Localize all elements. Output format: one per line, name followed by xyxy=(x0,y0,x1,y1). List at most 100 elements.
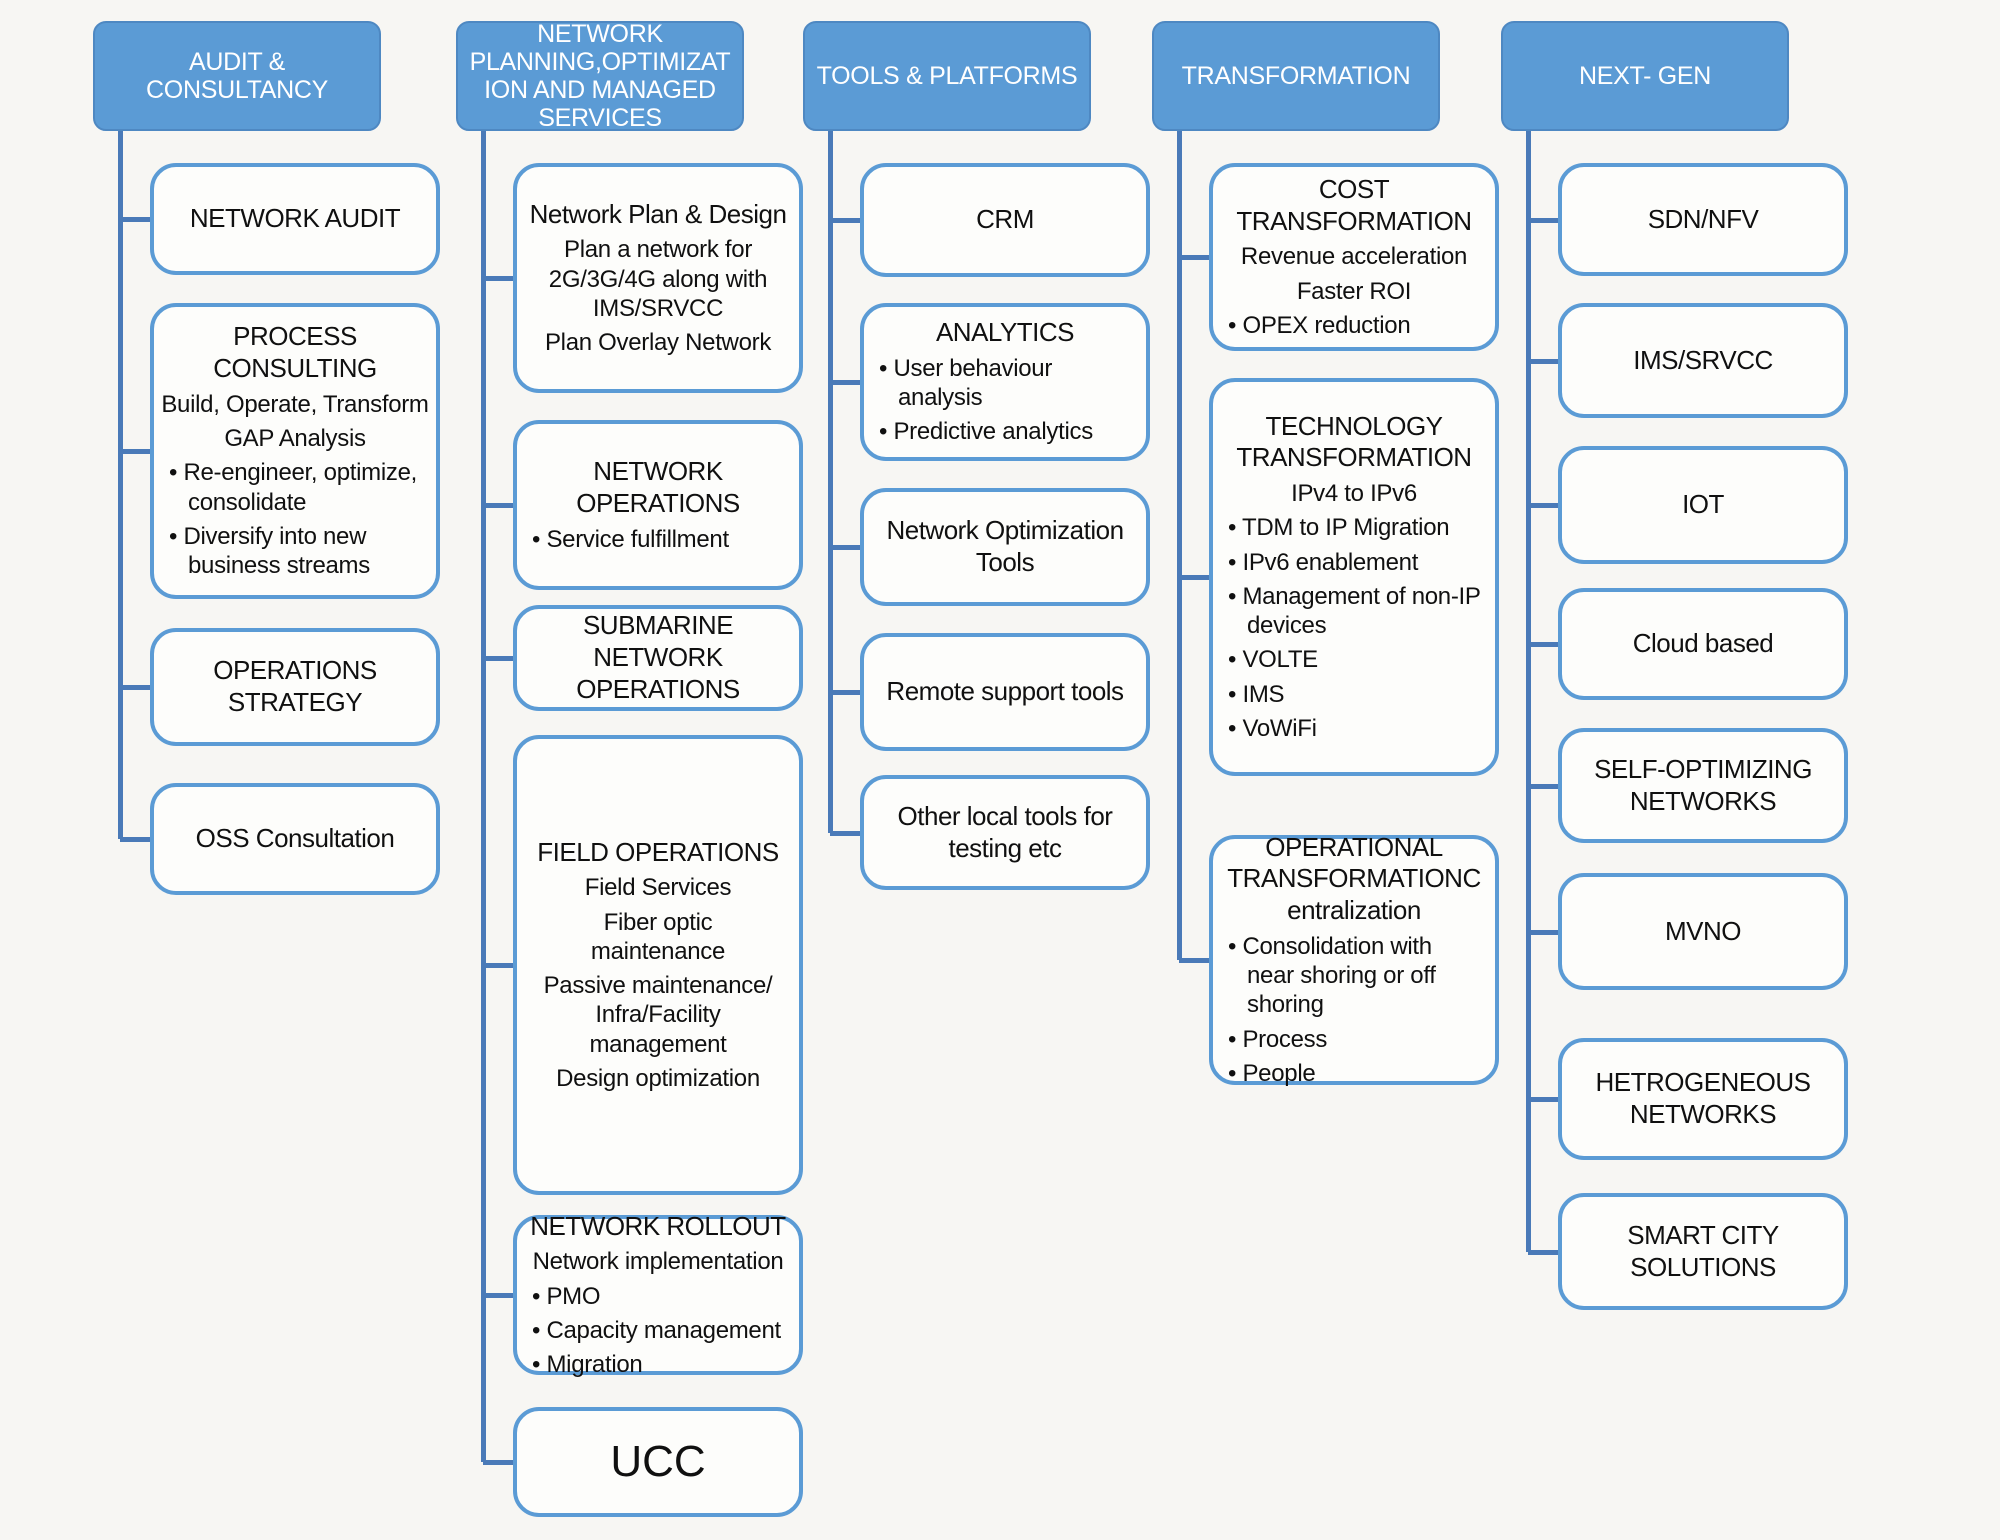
connector-stub-ucc xyxy=(483,1460,513,1465)
connector-stub-mvno xyxy=(1528,929,1558,935)
box-text: Remote support tools xyxy=(886,676,1124,707)
box-text: CRM xyxy=(976,204,1034,235)
connector-stub-iot xyxy=(1528,503,1558,508)
connector-stub-submarine-network-operations xyxy=(483,656,513,661)
box-text: Network Plan & Design xyxy=(529,198,787,229)
box-network-rollout: NETWORK ROLLOUT Network implementation • P… xyxy=(513,1211,803,1378)
box-text: Plan a network for 2G/3G/4G along with I… xyxy=(548,236,768,322)
connector-stub-network-plan-design xyxy=(483,276,513,281)
bullet-item: • IPv6 enablement xyxy=(1228,548,1419,576)
connector-trunk-audit-consultancy xyxy=(118,131,123,839)
header-audit-consultancy: AUDIT & CONSULTANCY xyxy=(93,21,381,131)
box-hetrogeneous-networks: HETROGENEOUS NETWORKS xyxy=(1558,1038,1848,1160)
connector-stub-process-consulting xyxy=(120,449,150,454)
box-text: Build, Operate, Transform xyxy=(161,390,429,418)
connector-stub-field-operations xyxy=(483,963,513,968)
box-text: GAP Analysis xyxy=(224,425,366,453)
box-text: Plan Overlay Network xyxy=(544,329,772,357)
bullet-item: • OPEX reduction xyxy=(1228,311,1411,339)
box-oss-consultation: OSS Consultation xyxy=(150,783,440,895)
bullet-item: • Service fulfillment xyxy=(532,525,729,553)
box-text: Fiber optic maintenance xyxy=(590,908,726,965)
bullet-item: • People xyxy=(1228,1059,1316,1087)
connector-stub-network-rollout xyxy=(483,1293,513,1298)
bullet-item: • VoWiFi xyxy=(1228,715,1317,743)
box-text: SELF-OPTIMIZING NETWORKS xyxy=(1594,753,1812,816)
box-other-local-tools: Other local tools for testing etc xyxy=(860,775,1150,890)
column-audit-consultancy: AUDIT & CONSULTANCY NETWORK AUDIT PROCESS … xyxy=(93,0,453,1540)
box-text: SDN/NFV xyxy=(1647,203,1759,234)
header-tools-platforms: TOOLS & PLATFORMS xyxy=(803,21,1091,131)
box-text: NETWORK ROLLOUT xyxy=(530,1210,786,1241)
bullet-item: • Migration xyxy=(532,1351,643,1379)
box-analytics: ANALYTICS • User behaviour analysis • Pred… xyxy=(860,303,1150,461)
box-iot: IOT xyxy=(1558,446,1848,564)
connector-trunk-network-planning xyxy=(481,131,486,1462)
box-text: NETWORK AUDIT xyxy=(189,203,401,234)
connector-stub-network-operations xyxy=(483,503,513,508)
bullet-item: • IMS xyxy=(1228,680,1285,708)
box-text: NETWORK OPERATIONS xyxy=(576,456,740,518)
box-text: IPv4 to IPv6 xyxy=(1291,480,1417,508)
column-network-planning: NETWORK PLANNING,OPTIMIZAT ION AND MANAG… xyxy=(456,0,816,1540)
box-text: PROCESS CONSULTING xyxy=(213,321,377,384)
box-text: OPERATIONS STRATEGY xyxy=(213,655,377,717)
connector-stub-operations-strategy xyxy=(120,685,150,690)
connector-stub-self-optimizing-networks xyxy=(1528,783,1558,789)
box-text: Other local tools for testing etc xyxy=(897,800,1113,863)
connector-stub-crm xyxy=(830,218,860,223)
box-text: SUBMARINE NETWORK OPERATIONS xyxy=(576,610,740,704)
box-text: Passive maintenance/ Infra/Facility mana… xyxy=(543,972,773,1058)
box-mvno: MVNO xyxy=(1558,873,1848,990)
connector-stub-smart-city-solutions xyxy=(1528,1249,1558,1255)
box-text: ANALYTICS xyxy=(935,317,1075,348)
box-text: Network Optimization Tools xyxy=(886,515,1124,577)
box-process-consulting: PROCESS CONSULTING Build, Operate, Transf… xyxy=(150,303,440,599)
box-text: Revenue acceleration xyxy=(1240,243,1468,271)
box-network-optimization-tools: Network Optimization Tools xyxy=(860,488,1150,606)
bullet-item: • Re-engineer, optimize, consolidate xyxy=(169,459,417,516)
connector-stub-oss-consultation xyxy=(120,837,150,842)
box-network-audit: NETWORK AUDIT xyxy=(150,163,440,275)
box-text: MVNO xyxy=(1665,915,1742,946)
box-text: Field Services xyxy=(584,874,732,902)
connector-stub-network-optimization-tools xyxy=(830,545,860,550)
column-tools-platforms: TOOLS & PLATFORMS CRM ANALYTICS • User beha… xyxy=(803,0,1163,1540)
bullet-item: • Diversify into new business streams xyxy=(169,522,370,580)
box-text: OPERATIONAL TRANSFORMATIONC entralizatio… xyxy=(1227,831,1481,926)
box-text: Faster ROI xyxy=(1296,277,1412,305)
box-text: IOT xyxy=(1682,489,1724,520)
connector-stub-operational-transformation xyxy=(1179,958,1209,963)
box-cloud-based: Cloud based xyxy=(1558,588,1848,700)
bullet-item: • Process xyxy=(1228,1025,1328,1053)
connector-stub-cost-transformation xyxy=(1179,255,1209,260)
connector-stub-other-local-tools xyxy=(830,830,860,836)
box-text: IMS/SRVCC xyxy=(1633,344,1773,375)
connector-trunk-next-gen xyxy=(1526,131,1531,1252)
box-self-optimizing-networks: SELF-OPTIMIZING NETWORKS xyxy=(1558,728,1848,843)
box-crm: CRM xyxy=(860,163,1150,277)
bullet-item: • VOLTE xyxy=(1228,646,1318,674)
connector-stub-sdn-nfv xyxy=(1528,217,1558,223)
connector-stub-hetrogeneous-networks xyxy=(1528,1097,1558,1102)
bullet-item: • User behaviour analysis xyxy=(879,354,1053,412)
box-sdn-nfv: SDN/NFV xyxy=(1558,163,1848,276)
box-text: Network implementation xyxy=(532,1248,784,1276)
box-submarine-network-operations: SUBMARINE NETWORK OPERATIONS xyxy=(513,605,803,711)
box-text: COST TRANSFORMATION xyxy=(1236,173,1472,236)
box-text: Design optimization xyxy=(556,1065,760,1093)
connector-stub-cloud-based xyxy=(1528,642,1558,647)
header-transformation: TRANSFORMATION xyxy=(1152,21,1440,131)
connector-stub-remote-support-tools xyxy=(830,690,860,695)
header-network-planning: NETWORK PLANNING,OPTIMIZAT ION AND MANAG… xyxy=(456,20,744,132)
box-text: TECHNOLOGY TRANSFORMATION xyxy=(1236,410,1472,473)
bullet-item: • PMO xyxy=(532,1282,601,1310)
header-next-gen: NEXT- GEN xyxy=(1501,21,1789,131)
bullet-item: • Predictive analytics xyxy=(879,418,1093,446)
connector-stub-technology-transformation xyxy=(1179,575,1209,580)
